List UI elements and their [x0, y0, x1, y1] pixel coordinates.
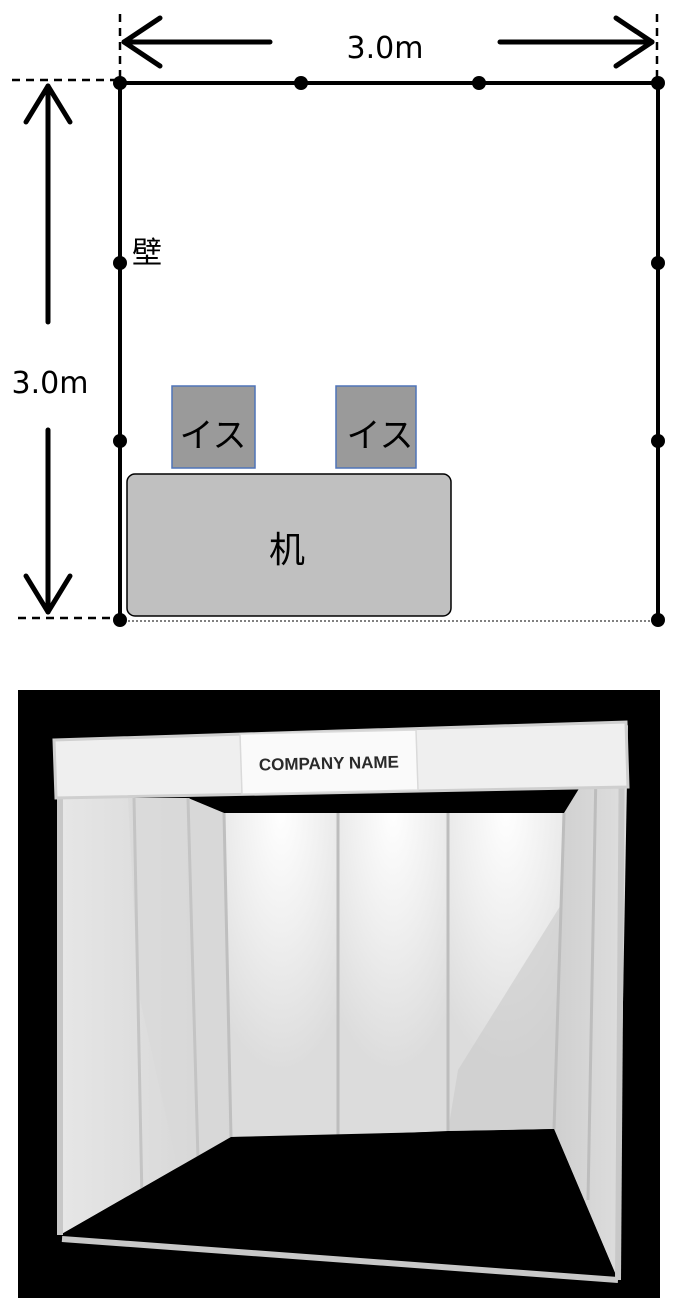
- chair-right-label: イス: [347, 416, 414, 456]
- left-wall: [60, 797, 233, 1235]
- booth-3d-render: COMPANY NAME: [18, 690, 660, 1298]
- desk: [126, 473, 452, 617]
- ceiling-void: [188, 787, 580, 813]
- chair-left-label: イス: [180, 416, 247, 456]
- company-name-sign: COMPANY NAME: [259, 753, 399, 775]
- booth-walls: [118, 81, 660, 620]
- desk-label: 机: [269, 530, 305, 571]
- width-label: 3.0m: [347, 31, 424, 66]
- wall-posts: [113, 76, 665, 627]
- back-wall: [224, 809, 564, 1137]
- booth-floor: [60, 1129, 618, 1280]
- sign-board: [239, 729, 419, 795]
- chair-left: [171, 385, 256, 469]
- chair-right: [335, 385, 417, 469]
- front-frame: [57, 727, 625, 1283]
- depth-dimension-arrow: [23, 83, 73, 615]
- booth-floor-plan: 3.0m 3.0m 壁 イス イス 机: [12, 14, 665, 627]
- width-dimension-arrow: [121, 15, 655, 69]
- depth-label: 3.0m: [12, 366, 89, 401]
- wall-label: 壁: [132, 236, 162, 271]
- right-wall: [552, 725, 628, 1280]
